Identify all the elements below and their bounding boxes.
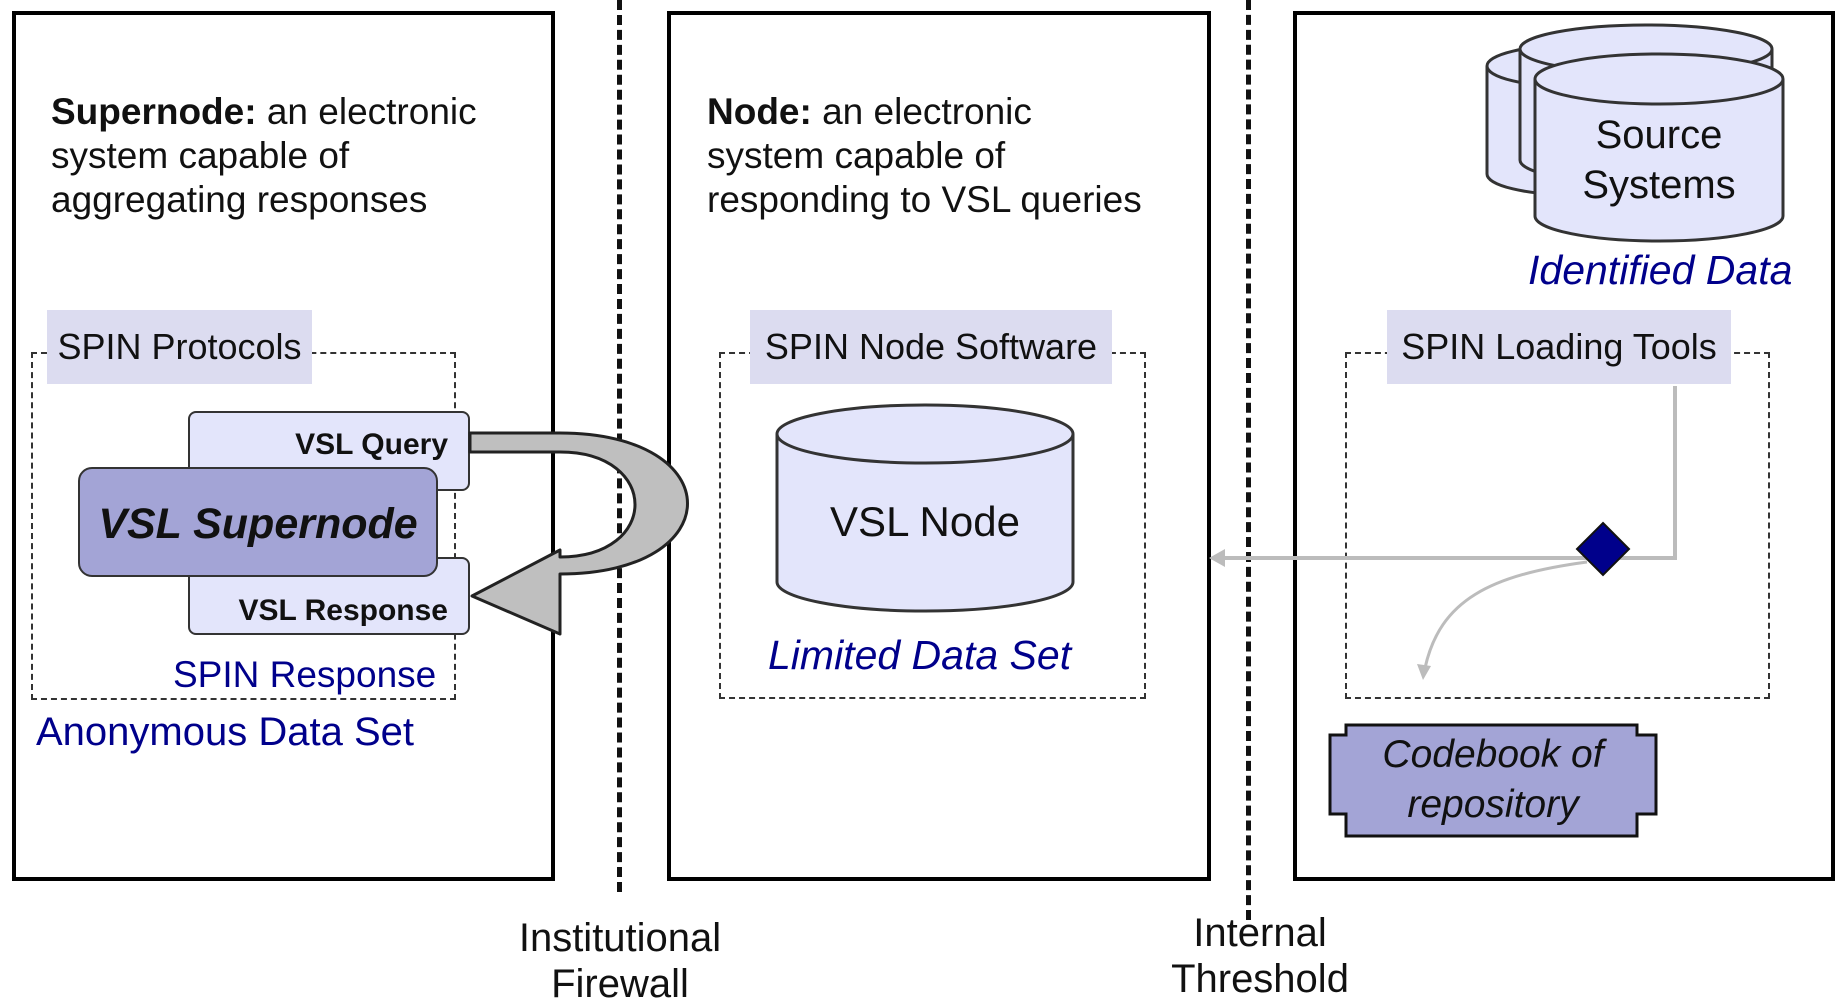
node-description: Node: an electronic system capable of re… [707,91,1142,220]
institutional-firewall-label: Institutional Firewall [518,916,722,1006]
limited-data-set-label: Limited Data Set [768,632,1072,678]
internal-threshold-label: Internal Threshold [1171,911,1349,1001]
codebook-label: Codebook of repository [1382,733,1604,826]
codebook-shape [1328,723,1658,838]
spin-node-software-tag: SPIN Node Software [750,310,1112,384]
anonymous-data-set-label: Anonymous Data Set [36,710,414,754]
supernode-description: Supernode: an electronic system capable … [51,91,477,220]
loading-connector [1209,386,1677,680]
vsl-supernode: VSL Supernode [78,467,438,577]
source-systems-cylinders [1485,23,1785,243]
vsl-node-cylinder [775,403,1075,613]
spin-response-label: SPIN Response [173,654,437,695]
source-systems-label: Source Systems [1582,113,1736,207]
spin-protocols-tag: SPIN Protocols [47,310,312,384]
decision-diamond [1575,521,1631,577]
supernode-title: Supernode: [51,91,257,132]
vsl-node-label: VSL Node [830,498,1020,545]
node-title: Node: [707,91,812,132]
internal-threshold-line [1246,0,1251,920]
identified-data-label: Identified Data [1528,247,1793,293]
spin-loading-tools-tag: SPIN Loading Tools [1387,310,1731,384]
